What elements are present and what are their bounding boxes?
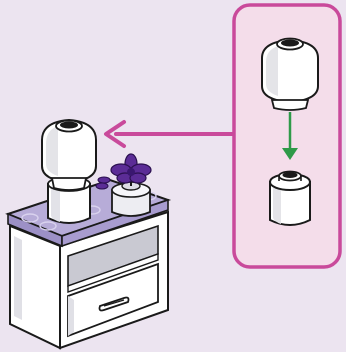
callout-round-brick-icon bbox=[269, 170, 311, 226]
pointer-arrow-icon bbox=[104, 120, 234, 148]
nightstand-icon bbox=[9, 210, 169, 350]
flower-icon bbox=[95, 153, 152, 190]
callout-dome-brick-icon bbox=[261, 37, 319, 111]
step-arrow-icon bbox=[282, 112, 298, 160]
lamp-brick-icon bbox=[41, 118, 97, 191]
flower-pot-icon bbox=[111, 171, 151, 217]
